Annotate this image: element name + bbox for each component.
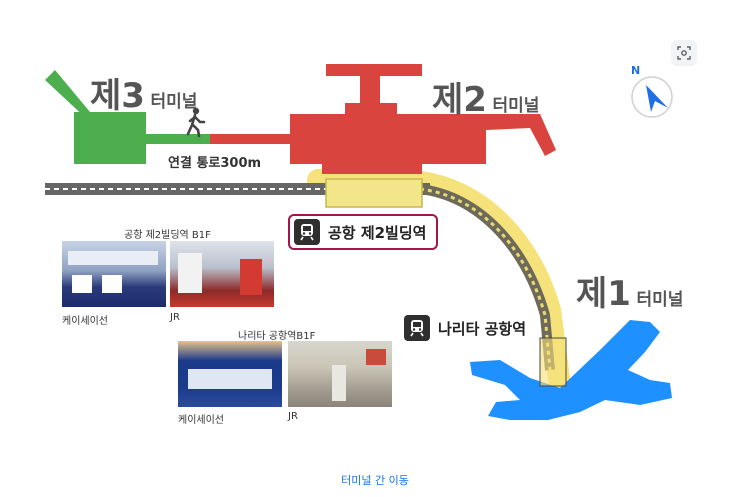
- jr-caption-1: JR: [170, 312, 180, 323]
- narita-station-box: [539, 337, 567, 387]
- curved-track: [419, 184, 555, 371]
- narita-station-text: 나리타 공항역: [438, 319, 527, 338]
- jr-caption-2: JR: [288, 411, 298, 422]
- zoom-icon: [677, 46, 691, 60]
- train-icon: [294, 219, 320, 245]
- zoom-button[interactable]: [671, 40, 697, 66]
- walking-person-icon: [186, 107, 206, 138]
- jr-photo-t2: [170, 241, 274, 307]
- terminal-1-number: 제1: [576, 274, 631, 314]
- terminal-2-text: 터미널: [492, 96, 540, 116]
- airport-t2-station-label[interactable]: 공항 제2빌딩역: [288, 214, 439, 250]
- terminal-1-label: 제1 터미널: [576, 266, 683, 315]
- terminal-1-shape: [470, 320, 672, 420]
- compass-icon: N: [631, 64, 673, 118]
- terminal-2-label: 제2 터미널: [432, 72, 539, 121]
- jr-photo-narita: [288, 341, 392, 407]
- terminal-3-number: 제3: [90, 76, 145, 116]
- terminal-1-text: 터미널: [636, 290, 684, 310]
- narita-b1f-title: 나리타 공항역B1F: [238, 331, 316, 342]
- keisei-caption-1: 케이세이선: [62, 316, 108, 327]
- keisei-caption-2: 케이세이선: [178, 415, 224, 426]
- train-icon: [404, 315, 430, 341]
- map-caption: 터미널 간 이동: [341, 474, 409, 487]
- keisei-photo-t2: [62, 241, 166, 307]
- keisei-photo-narita: [178, 341, 282, 407]
- walkway-label: 연결 통로300m: [168, 156, 262, 171]
- airport-t2-station-text: 공항 제2빌딩역: [328, 223, 427, 242]
- terminal-2-shape: [210, 64, 556, 174]
- narita-station-label[interactable]: 나리타 공항역: [404, 315, 526, 341]
- terminal-3-shape: [45, 70, 212, 164]
- station-link-highlight: [307, 169, 571, 396]
- t2-b1f-title: 공항 제2빌딩역 B1F: [124, 230, 211, 241]
- terminal-2-number: 제2: [432, 80, 487, 120]
- terminal-3-text: 터미널: [150, 92, 198, 112]
- terminal-3-label: 제3 터미널: [90, 68, 197, 117]
- compass-north-label: N: [631, 64, 640, 77]
- t2-station-box: [325, 178, 423, 208]
